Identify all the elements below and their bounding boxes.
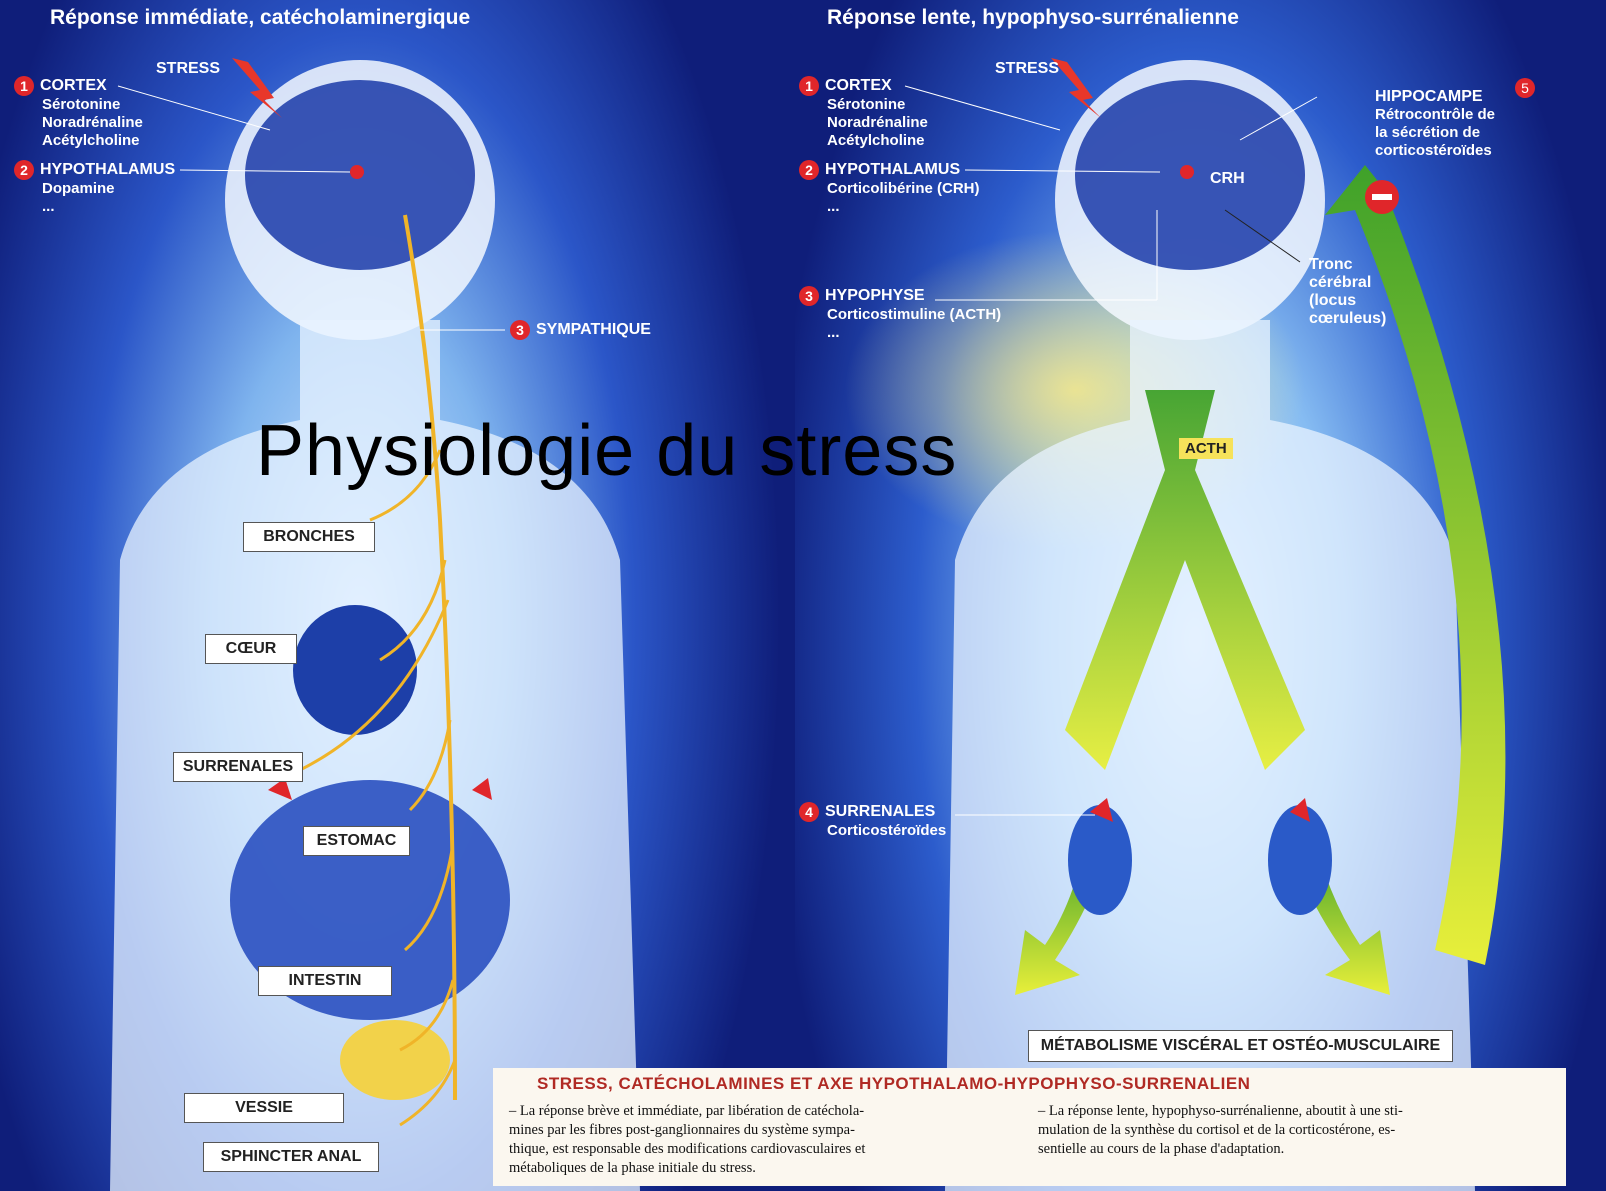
- hypophyse-line: ...: [827, 324, 1001, 342]
- badge-3: 3: [510, 320, 530, 340]
- tronc-line: cérébral: [1309, 274, 1386, 292]
- caption-panel: STRESS, CATÉCHOLAMINES ET AXE HYPOTHALAM…: [493, 1068, 1566, 1186]
- badge-1: 1: [799, 76, 819, 96]
- caption-right-text: – La réponse lente, hypophyso-surrénalie…: [1038, 1102, 1558, 1159]
- hypophyse-label: 3 HYPOPHYSE Corticostimuline (ACTH) ...: [799, 286, 1001, 342]
- hypothalamus-line: Corticolibérine (CRH): [827, 180, 980, 198]
- cortex-line: Acétylcholine: [827, 132, 928, 150]
- badge-1: 1: [14, 76, 34, 96]
- organ-surrenales: SURRENALES: [173, 752, 303, 782]
- hypothalamus-name: HYPOTHALAMUS: [825, 161, 960, 178]
- left-panel: Réponse immédiate, catécholaminergique S…: [0, 0, 795, 1191]
- badge-3: 3: [799, 286, 819, 306]
- hippocampe-line: corticostéroïdes: [1375, 142, 1495, 160]
- cortex-line: Sérotonine: [827, 96, 928, 114]
- badge-4: 4: [799, 802, 819, 822]
- organ-vessie: VESSIE: [184, 1093, 344, 1123]
- caption-left-text: – La réponse brève et immédiate, par lib…: [509, 1102, 1019, 1178]
- caption-heading: STRESS, CATÉCHOLAMINES ET AXE HYPOTHALAM…: [537, 1074, 1250, 1094]
- cortex-line: Acétylcholine: [42, 132, 143, 150]
- tronc-line: cœruleus): [1309, 310, 1386, 328]
- hypothalamus-label-right: 2 HYPOTHALAMUS Corticolibérine (CRH) ...: [799, 160, 980, 216]
- stress-label-left: STRESS: [156, 60, 220, 78]
- sympathique-name: SYMPATHIQUE: [536, 321, 651, 338]
- cortex-line: Sérotonine: [42, 96, 143, 114]
- cortex-name: CORTEX: [825, 77, 892, 94]
- hypophyse-name: HYPOPHYSE: [825, 287, 925, 304]
- hippocampe-line: la sécrétion de: [1375, 124, 1495, 142]
- cortex-line: Noradrénaline: [827, 114, 928, 132]
- hippocampe-name: HIPPOCAMPE: [1375, 88, 1483, 105]
- surrenales-label: 4 SURRENALES Corticostéroïdes: [799, 802, 946, 840]
- caption-line: mines par les fibres post-ganglionnaires…: [509, 1121, 1019, 1140]
- cortex-line: Noradrénaline: [42, 114, 143, 132]
- tronc-line: Tronc: [1309, 256, 1386, 274]
- organ-sphincter-anal: SPHINCTER ANAL: [203, 1142, 379, 1172]
- caption-line: sentielle au cours de la phase d'adaptat…: [1038, 1140, 1558, 1159]
- organ-coeur: CŒUR: [205, 634, 297, 664]
- acth-tag: ACTH: [1179, 438, 1233, 459]
- hippocampe-line: Rétrocontrôle de: [1375, 106, 1495, 124]
- caption-line: – La réponse lente, hypophyso-surrénalie…: [1038, 1102, 1558, 1121]
- right-title: Réponse lente, hypophyso-surrénalienne: [827, 6, 1239, 30]
- slide-title: Physiologie du stress: [256, 410, 957, 492]
- badge-5: 5: [1515, 78, 1535, 98]
- caption-line: thique, est responsable des modification…: [509, 1140, 1019, 1159]
- caption-line: mulation de la synthèse du cortisol et d…: [1038, 1121, 1558, 1140]
- tronc-line: (locus: [1309, 292, 1386, 310]
- cortex-label-right: 1 CORTEX Sérotonine Noradrénaline Acétylc…: [799, 76, 928, 150]
- right-panel: Réponse lente, hypophyso-surrénalienne S…: [795, 0, 1606, 1191]
- hypothalamus-name: HYPOTHALAMUS: [40, 161, 175, 178]
- hypothalamus-line: ...: [827, 198, 980, 216]
- cortex-name: CORTEX: [40, 77, 107, 94]
- badge-2: 2: [14, 160, 34, 180]
- organ-intestin: INTESTIN: [258, 966, 392, 996]
- surrenales-name: SURRENALES: [825, 803, 935, 820]
- hypophyse-line: Corticostimuline (ACTH): [827, 306, 1001, 324]
- caption-line: métaboliques de la phase initiale du str…: [509, 1159, 1019, 1178]
- hippocampe-label: HIPPOCAMPE Rétrocontrôle de la sécrétion…: [1375, 88, 1495, 160]
- hypothalamus-line: ...: [42, 198, 175, 216]
- caption-line: – La réponse brève et immédiate, par lib…: [509, 1102, 1019, 1121]
- badge-2: 2: [799, 160, 819, 180]
- crh-label: CRH: [1210, 170, 1245, 188]
- hypothalamus-line: Dopamine: [42, 180, 175, 198]
- metabolisme-box: MÉTABOLISME VISCÉRAL ET OSTÉO-MUSCULAIRE: [1028, 1030, 1453, 1062]
- stress-label-right: STRESS: [995, 60, 1059, 78]
- hypothalamus-label-left: 2 HYPOTHALAMUS Dopamine ...: [14, 160, 175, 216]
- organ-estomac: ESTOMAC: [303, 826, 410, 856]
- cortex-label-left: 1 CORTEX Sérotonine Noradrénaline Acétylc…: [14, 76, 143, 150]
- left-title: Réponse immédiate, catécholaminergique: [50, 6, 470, 30]
- surrenales-line: Corticostéroïdes: [827, 822, 946, 840]
- tronc-cerebral-label: Tronc cérébral (locus cœruleus): [1309, 256, 1386, 328]
- organ-bronches: BRONCHES: [243, 522, 375, 552]
- sympathique-label: 3 SYMPATHIQUE: [510, 320, 651, 340]
